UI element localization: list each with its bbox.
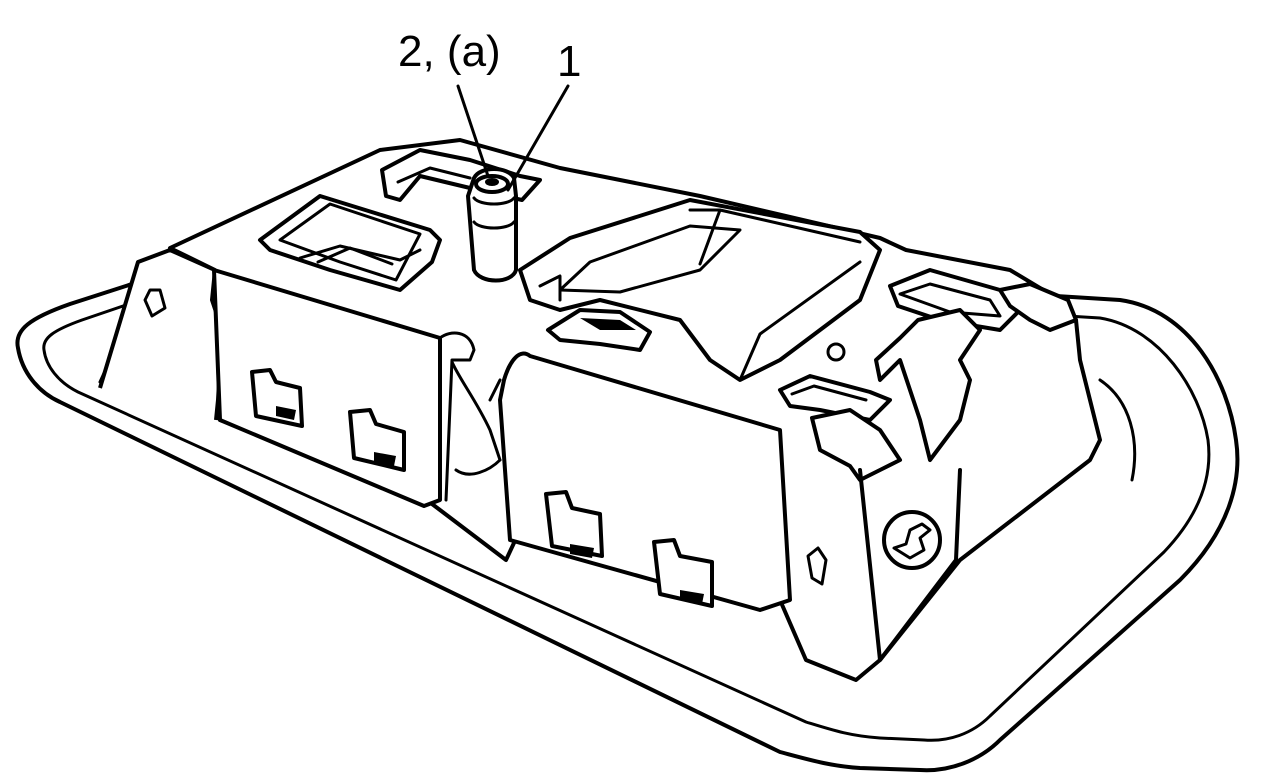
callout-label-2a: 2, (a) — [398, 27, 501, 76]
leader-line-1 — [506, 84, 570, 192]
latch-slot — [652, 538, 714, 608]
callout-label-1: 1 — [557, 37, 582, 86]
latch-slot — [250, 368, 304, 428]
latch-slot — [348, 408, 406, 472]
leader-line-2a — [456, 84, 490, 178]
housing-front-panels — [212, 268, 792, 612]
bulb-socket — [466, 167, 518, 283]
latch-slot — [544, 490, 604, 558]
